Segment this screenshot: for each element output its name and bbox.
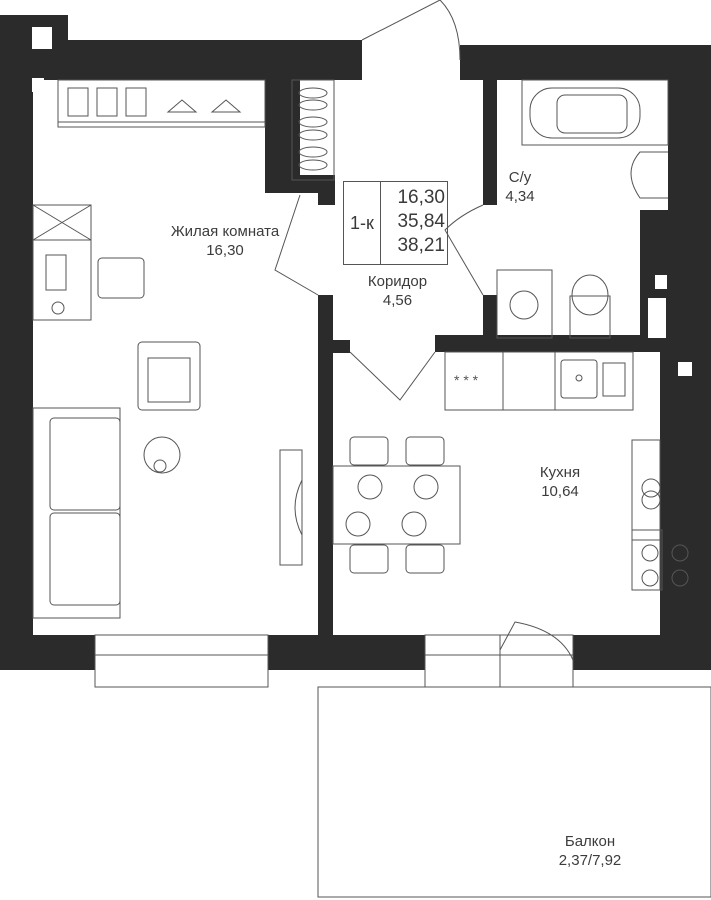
room-area: 4,56: [382, 292, 413, 309]
total-area-with-balcony: 38,21: [397, 235, 445, 256]
room-area: 10,64: [541, 483, 579, 500]
room-area: 2,37/7,92: [558, 852, 622, 869]
room-area: 4,34: [505, 188, 535, 205]
total-area: 35,84: [397, 211, 445, 232]
room-label-bathroom: С/у 4,34: [490, 168, 550, 206]
room-area: 16,30: [206, 242, 244, 259]
room-label-living: Жилая комната 16,30: [150, 222, 300, 260]
room-name: Коридор: [367, 273, 428, 290]
apartment-type: 1-к: [344, 182, 381, 264]
apartment-summary-box: 1-к 16,30 35,84 38,21: [343, 181, 448, 265]
svg-text:* * *: * * *: [454, 372, 479, 388]
room-name: Балкон: [564, 833, 616, 850]
walls: [0, 15, 711, 670]
room-name: С/у: [508, 169, 532, 186]
fixtures: * * *: [32, 0, 711, 898]
living-area: 16,30: [397, 187, 445, 208]
room-label-corridor: Коридор 4,56: [345, 272, 450, 310]
room-label-kitchen: Кухня 10,64: [520, 463, 600, 501]
room-label-balcony: Балкон 2,37/7,92: [540, 832, 640, 870]
room-name: Кухня: [539, 464, 581, 481]
room-name: Жилая комната: [170, 223, 280, 240]
